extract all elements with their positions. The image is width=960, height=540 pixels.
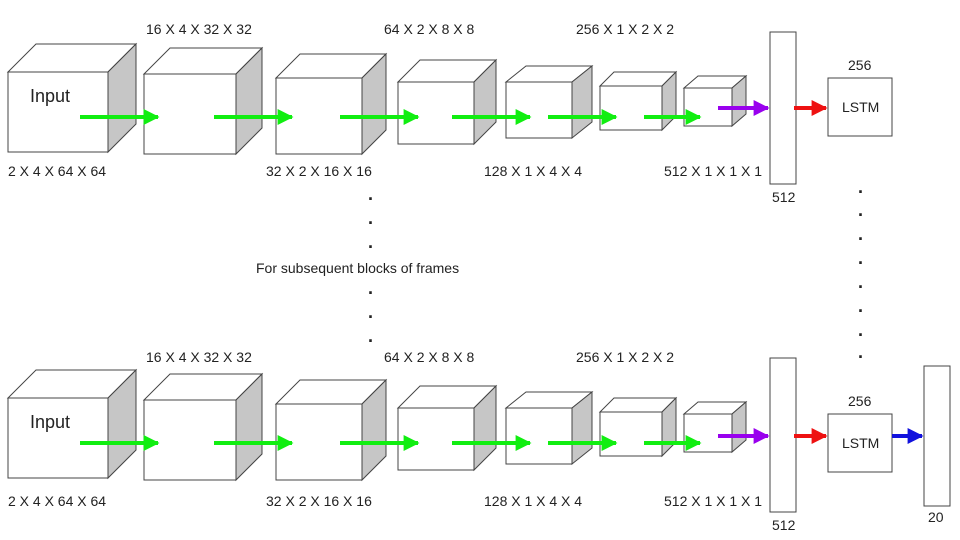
cube-input	[6, 368, 138, 480]
layer-label-2: 32 X 2 X 16 X 16	[266, 163, 372, 179]
layer-label-3: 64 X 2 X 8 X 8	[384, 21, 474, 37]
layer-label-4: 128 X 1 X 4 X 4	[484, 163, 582, 179]
fc-label: 512	[772, 189, 796, 205]
layer-label-2: 32 X 2 X 16 X 16	[266, 493, 372, 509]
output-label: 20	[928, 509, 944, 525]
lstm-box	[827, 413, 893, 473]
svg-text:.: .	[368, 302, 373, 322]
cube-input	[6, 42, 138, 154]
layer-label-3: 64 X 2 X 8 X 8	[384, 349, 474, 365]
layer-label-6: 512 X 1 X 1 X 1	[664, 163, 762, 179]
svg-text:.: .	[858, 224, 863, 244]
svg-text:.: .	[858, 177, 863, 197]
svg-text:.: .	[368, 184, 373, 204]
cube-layer-3	[396, 58, 498, 146]
continuation-dots-center: . . . . . .	[368, 184, 373, 346]
cube-layer-2	[274, 52, 388, 156]
svg-text:.: .	[858, 200, 863, 220]
cube-layer-1	[142, 372, 264, 482]
cube-layer-6	[682, 74, 748, 128]
layer-label-1: 16 X 4 X 32 X 32	[146, 21, 252, 37]
input-label: Input	[30, 412, 70, 432]
svg-text:.: .	[858, 272, 863, 292]
lstm-box	[827, 77, 893, 137]
cube-layer-4	[504, 64, 594, 140]
row-2: Input 2 X 4 X 64 X 64 16 X 4 X 32 X 32 3…	[6, 349, 951, 533]
lstm-label: LSTM	[842, 435, 879, 451]
cube-layer-4	[504, 390, 594, 466]
lstm-size-label: 256	[848, 393, 872, 409]
layer-label-5: 256 X 1 X 2 X 2	[576, 349, 674, 365]
svg-text:.: .	[858, 342, 863, 362]
layer-label-0: 2 X 4 X 64 X 64	[8, 163, 106, 179]
fc-bar	[769, 31, 797, 185]
layer-label-5: 256 X 1 X 2 X 2	[576, 21, 674, 37]
layer-label-4: 128 X 1 X 4 X 4	[484, 493, 582, 509]
fc-bar	[769, 357, 797, 513]
cube-layer-5	[598, 70, 678, 132]
cube-layer-3	[396, 384, 498, 472]
cube-layer-2	[274, 378, 388, 482]
input-label: Input	[30, 86, 70, 106]
fc-label: 512	[772, 517, 796, 533]
svg-text:.: .	[858, 320, 863, 340]
output-bar	[923, 365, 951, 507]
continuation-dots-right: . . . . . . . .	[858, 177, 863, 362]
layer-label-6: 512 X 1 X 1 X 1	[664, 493, 762, 509]
layer-label-1: 16 X 4 X 32 X 32	[146, 349, 252, 365]
lstm-size-label: 256	[848, 57, 872, 73]
cube-layer-5	[598, 396, 678, 458]
svg-text:.: .	[368, 208, 373, 228]
svg-text:.: .	[368, 232, 373, 252]
row-1: Input 2 X 4 X 64 X 64 16 X 4 X 32 X 32 3…	[6, 21, 893, 205]
layer-label-0: 2 X 4 X 64 X 64	[8, 493, 106, 509]
svg-text:.: .	[858, 296, 863, 316]
lstm-label: LSTM	[842, 99, 879, 115]
cube-layer-1	[142, 46, 264, 156]
svg-text:.: .	[368, 326, 373, 346]
svg-text:.: .	[858, 248, 863, 268]
svg-text:.: .	[368, 278, 373, 298]
subsequent-blocks-note: For subsequent blocks of frames	[256, 260, 459, 276]
